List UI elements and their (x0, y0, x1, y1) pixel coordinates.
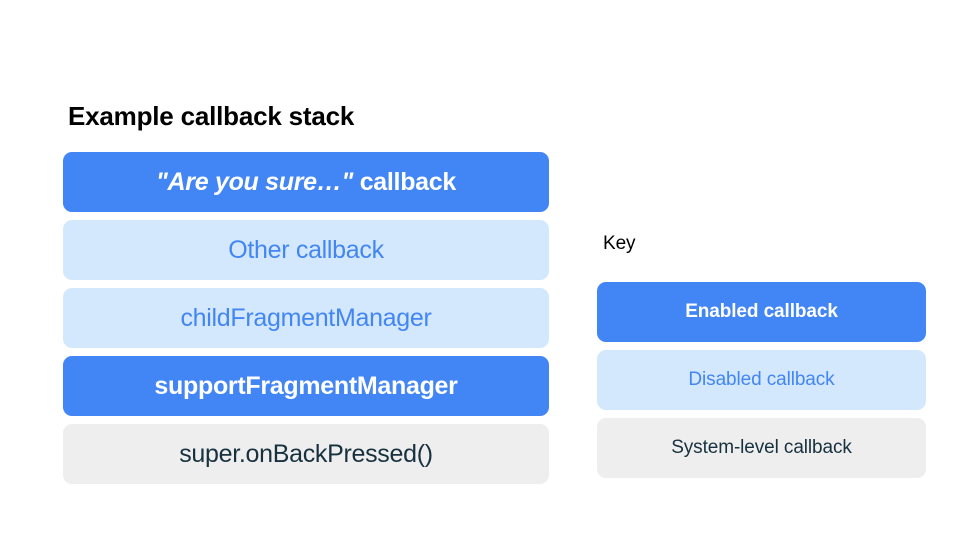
callback-row-label-quoted: "Are you sure…" (156, 168, 354, 196)
callback-row-label-plain: callback (353, 168, 457, 196)
callback-row-super-onbackpressed[interactable]: super.onBackPressed() (63, 424, 549, 484)
callback-row-label: "Are you sure…" callback (156, 168, 456, 196)
callback-row-supportfragmentmanager[interactable]: supportFragmentManager (63, 356, 549, 416)
callback-row-label: super.onBackPressed() (179, 440, 433, 468)
key-item-system-level-callback[interactable]: System-level callback (597, 418, 926, 478)
callback-row-are-you-sure[interactable]: "Are you sure…" callback (63, 152, 549, 212)
callback-row-childfragmentmanager[interactable]: childFragmentManager (63, 288, 549, 348)
key-item-disabled-callback[interactable]: Disabled callback (597, 350, 926, 410)
callback-stack-column: Example callback stack "Are you sure…" c… (63, 100, 549, 484)
key-item-enabled-callback[interactable]: Enabled callback (597, 282, 926, 342)
key-item-label: System-level callback (671, 437, 852, 458)
callback-row-other-callback[interactable]: Other callback (63, 220, 549, 280)
key-title: Key (603, 233, 636, 254)
key-column: Key Enabled callback Disabled callback S… (597, 232, 926, 478)
page-title: Example callback stack (68, 101, 355, 131)
callback-row-label: Other callback (228, 236, 384, 264)
callback-stack-list: "Are you sure…" callback Other callback … (63, 152, 549, 484)
callback-row-label: supportFragmentManager (154, 372, 458, 400)
key-item-label: Disabled callback (688, 369, 835, 390)
callback-row-label: childFragmentManager (180, 304, 432, 332)
key-item-label: Enabled callback (685, 301, 838, 322)
key-list: Enabled callback Disabled callback Syste… (597, 282, 926, 478)
